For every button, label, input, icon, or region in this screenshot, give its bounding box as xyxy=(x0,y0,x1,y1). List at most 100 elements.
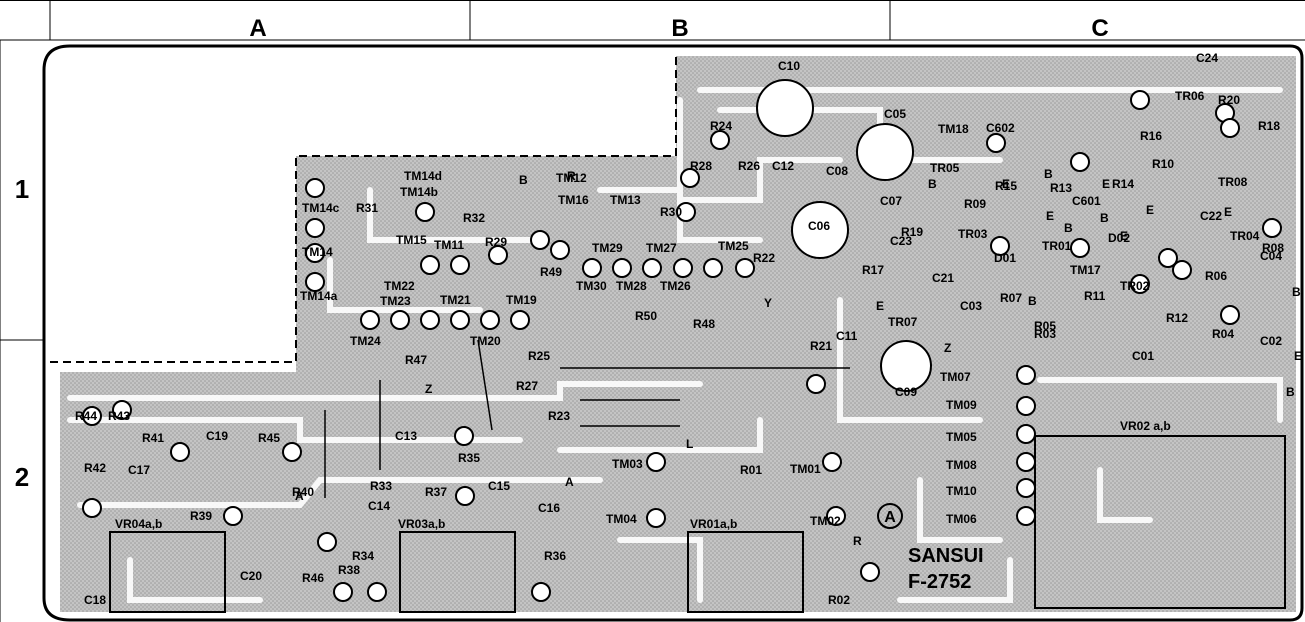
side-mark-circle xyxy=(877,503,903,529)
pad xyxy=(450,310,470,330)
component-label: C20 xyxy=(240,569,262,583)
marker-label: A xyxy=(565,475,574,489)
pad xyxy=(646,508,666,528)
pad xyxy=(282,442,302,462)
component-label: R37 xyxy=(425,485,447,499)
component-label: C04 xyxy=(1260,249,1282,263)
pad xyxy=(710,130,730,150)
pad xyxy=(510,310,530,330)
component-label: TM06 xyxy=(946,512,977,526)
component-label: R26 xyxy=(738,159,760,173)
electrolytic-capacitors xyxy=(756,79,932,392)
component-label: R23 xyxy=(548,409,570,423)
pad xyxy=(612,258,632,278)
component-label: C16 xyxy=(538,501,560,515)
marker-label: L xyxy=(686,437,693,451)
pad xyxy=(82,406,102,426)
marker-label: E xyxy=(1146,203,1154,217)
pad xyxy=(1172,260,1192,280)
pad xyxy=(1220,305,1240,325)
component-label: C05 xyxy=(884,107,906,121)
component-label: R41 xyxy=(142,431,164,445)
marker-label: Z xyxy=(425,382,432,396)
component-label: R38 xyxy=(338,563,360,577)
pad xyxy=(1016,396,1036,416)
component-label: D01 xyxy=(994,251,1016,265)
pad xyxy=(333,582,353,602)
component-label: C22 xyxy=(1200,209,1222,223)
component-label: TM11 xyxy=(434,238,464,252)
pad xyxy=(455,486,475,506)
component-label: R33 xyxy=(370,479,392,493)
grid-row-1: 1 xyxy=(15,174,29,204)
component-label: R22 xyxy=(753,251,775,265)
component-label: TM24 xyxy=(350,334,381,348)
jumper-wires xyxy=(324,339,850,498)
marker-label: B xyxy=(1064,221,1073,235)
pad xyxy=(826,506,846,526)
pad xyxy=(415,202,435,222)
component-label: R09 xyxy=(964,197,986,211)
pad xyxy=(530,230,550,250)
pad xyxy=(822,452,842,472)
pad xyxy=(642,258,662,278)
component-label: R31 xyxy=(356,201,378,215)
component-label: C11 xyxy=(836,329,858,343)
pad xyxy=(550,240,570,260)
component-label: C602 xyxy=(986,121,1015,135)
component-label: C13 xyxy=(395,429,417,443)
component-label: TM29 xyxy=(592,241,623,255)
component-label: TM25 xyxy=(718,239,749,253)
component-label: R03 xyxy=(1034,327,1056,341)
component-label: R34 xyxy=(352,549,374,563)
component-label: TR06 xyxy=(1175,89,1205,103)
pad xyxy=(1016,452,1036,472)
pad xyxy=(82,498,102,518)
pad xyxy=(170,442,190,462)
component-label: C10 xyxy=(778,59,800,73)
pad xyxy=(420,255,440,275)
component-label: TM03 xyxy=(612,457,643,471)
component-label: TM14c xyxy=(302,201,340,215)
component-label: TR05 xyxy=(930,161,960,175)
pad xyxy=(390,310,410,330)
pad xyxy=(1016,506,1036,526)
component-label: C03 xyxy=(960,299,982,313)
component-label: TM14 xyxy=(302,245,333,259)
pad xyxy=(367,582,387,602)
component-label: R16 xyxy=(1140,129,1162,143)
component-label: TR01 xyxy=(1042,239,1072,253)
pad xyxy=(450,255,470,275)
component-label: VR04a,b xyxy=(115,517,162,531)
component-label: R04 xyxy=(1212,327,1234,341)
marker-label: E xyxy=(1294,349,1302,363)
component-labels: C10C05C08C06C09C12C07C23C21C03C11C01C02C… xyxy=(75,51,1302,607)
pad xyxy=(646,452,666,472)
component-label: TM14b xyxy=(400,185,438,199)
component-label: R06 xyxy=(1205,269,1227,283)
marker-label: E xyxy=(1102,177,1110,191)
pad xyxy=(1016,365,1036,385)
component-label: R02 xyxy=(828,593,850,607)
component-label: R30 xyxy=(660,205,682,219)
marker-label: Y xyxy=(764,296,772,310)
pad xyxy=(305,243,325,263)
pad xyxy=(990,236,1010,256)
component-label: R39 xyxy=(190,509,212,523)
component-label: TM15 xyxy=(396,233,427,247)
component-label: TM09 xyxy=(946,398,977,412)
component-label: C601 xyxy=(1072,194,1101,208)
component-label: TM23 xyxy=(380,294,411,308)
component-label: R24 xyxy=(710,119,732,133)
pad xyxy=(673,258,693,278)
component-label: R28 xyxy=(690,159,712,173)
component-label: C17 xyxy=(128,463,150,477)
grid-column-c: C xyxy=(1091,15,1108,42)
marker-label: B xyxy=(1028,294,1037,308)
component-label: C21 xyxy=(932,271,954,285)
component-label: C18 xyxy=(84,593,106,607)
component-label: TM27 xyxy=(646,241,677,255)
pad xyxy=(531,582,551,602)
marker-label: B xyxy=(519,173,528,187)
